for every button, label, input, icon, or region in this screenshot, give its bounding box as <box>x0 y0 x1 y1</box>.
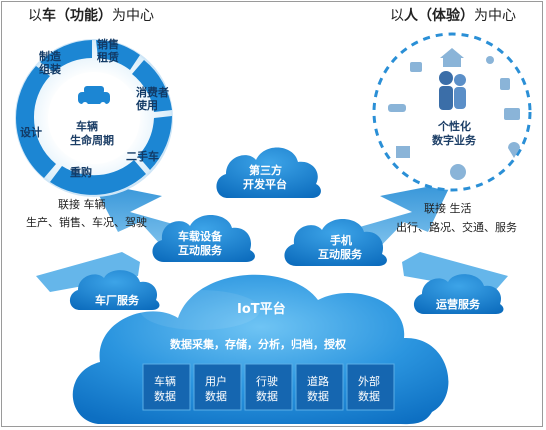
data-box-driving-line1: 行驶 <box>256 375 278 388</box>
oem-service-label: 车厂服务 <box>95 294 139 307</box>
data-box-driving <box>244 363 293 411</box>
right-connect-items: 出行、路况、交通、服务 <box>396 221 517 234</box>
data-box-group <box>142 363 395 411</box>
human-experience-circle <box>372 32 532 192</box>
data-box-external-line2: 数据 <box>358 390 380 403</box>
segment-repurchase: 重购 <box>70 166 92 179</box>
right-connect-label: 联接 生活 <box>424 202 472 215</box>
segment-used-car: 二手车 <box>126 150 159 163</box>
data-box-external-line1: 外部 <box>358 375 380 388</box>
car-lifecycle-cycle <box>15 39 173 197</box>
iot-platform-title: IoT平台 <box>237 302 286 317</box>
data-box-user-line1: 用户 <box>205 375 227 388</box>
data-box-driving-line2: 数据 <box>256 390 278 403</box>
luggage-icon <box>500 78 510 90</box>
arrow-to-left-edge <box>36 252 140 292</box>
third-party-cloud <box>216 147 321 198</box>
segment-design: 设计 <box>20 126 42 139</box>
left-connect-label: 联接 车辆 <box>58 198 106 211</box>
left-title: 以车（功能）为中心 <box>28 5 154 25</box>
globe-icon <box>450 164 466 180</box>
car-icon <box>78 86 110 108</box>
right-title-strong: 人（体验） <box>404 8 474 24</box>
mobile-label-2: 互动服务 <box>318 248 362 261</box>
vehicle-device-label-1: 车载设备 <box>178 230 222 243</box>
reading-person-icon <box>410 62 422 72</box>
right-title-prefix: 以 <box>390 8 404 24</box>
person-walking-icon <box>486 56 494 64</box>
cycle-center-line1: 车辆 <box>76 120 98 133</box>
segment-sales: 销售租赁 <box>97 38 119 64</box>
data-box-road <box>295 363 344 411</box>
home-icon <box>440 48 464 67</box>
mobile-cloud <box>284 218 387 266</box>
ops-service-label: 运营服务 <box>436 298 480 311</box>
platform-functions: 数据采集，存储，分析，归档，授权 <box>170 338 346 351</box>
third-party-label-2: 开发平台 <box>243 178 287 191</box>
mobile-label-1: 手机 <box>330 234 352 247</box>
data-box-external <box>346 363 395 411</box>
data-box-road-line2: 数据 <box>307 390 329 403</box>
vehicle-device-label-2: 互动服务 <box>178 244 222 257</box>
segment-manufacture: 制造组装 <box>39 50 61 76</box>
map-icon <box>396 146 410 158</box>
data-box-user-line2: 数据 <box>205 390 227 403</box>
right-center-line2: 数字业务 <box>432 134 476 147</box>
left-title-prefix: 以 <box>28 8 42 24</box>
car-side-icon <box>388 104 406 112</box>
data-box-vehicle <box>142 363 191 411</box>
data-box-user <box>193 363 242 411</box>
ops-service-cloud <box>413 274 504 314</box>
cycle-center-line2: 生命周期 <box>70 134 114 147</box>
right-center-line1: 个性化 <box>438 120 471 133</box>
left-connect-items: 生产、销售、车况、驾驶 <box>26 216 147 229</box>
left-title-suffix: 为中心 <box>112 8 154 24</box>
medical-icon <box>504 108 520 120</box>
segment-consumer-use: 消费者使用 <box>136 86 169 112</box>
third-party-label-1: 第三方 <box>249 164 282 177</box>
data-box-vehicle-line1: 车辆 <box>154 375 176 388</box>
right-title: 以人（体验）为中心 <box>390 5 516 25</box>
data-box-vehicle-line2: 数据 <box>154 390 176 403</box>
oem-service-cloud <box>69 270 160 310</box>
data-box-road-line1: 道路 <box>307 375 329 388</box>
location-pin-icon <box>508 142 520 158</box>
left-title-strong: 车（功能） <box>42 8 112 24</box>
right-title-suffix: 为中心 <box>474 8 516 24</box>
people-icon <box>439 71 466 110</box>
vehicle-device-cloud <box>152 214 255 262</box>
